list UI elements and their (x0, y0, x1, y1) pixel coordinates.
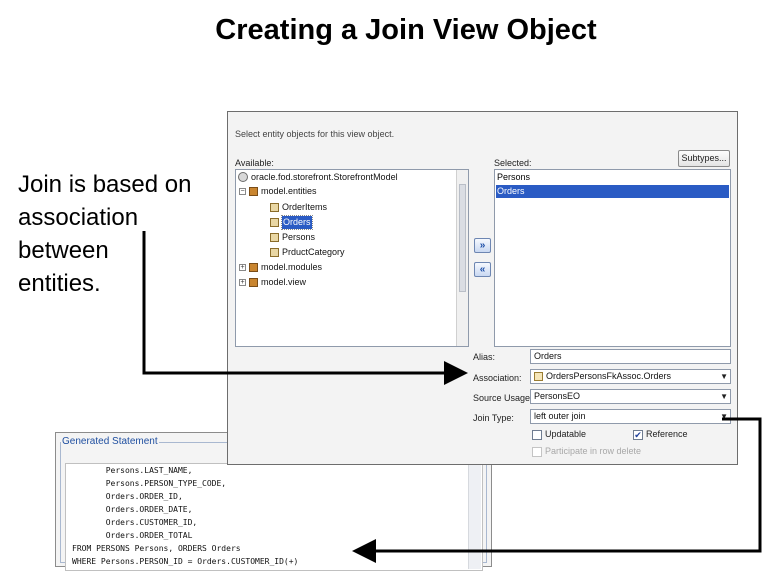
sql-line: Orders.ORDER_DATE, (72, 505, 193, 514)
chevron-down-icon: ▼ (720, 372, 728, 381)
sql-line: Persons.LAST_NAME, (72, 466, 193, 475)
chevron-down-icon: ▼ (720, 412, 728, 421)
callout-line-1: Join is based on (18, 171, 192, 198)
sql-line: Orders.ORDER_TOTAL (72, 531, 193, 540)
chevron-down-icon: ▼ (720, 392, 728, 401)
move-right-button[interactable]: » (474, 238, 491, 253)
participate-checkbox[interactable] (532, 447, 542, 457)
tree-node-entity[interactable]: OrderItems (270, 201, 327, 214)
sql-line: Orders.ORDER_ID, (72, 492, 183, 501)
source-usage-label: Source Usage: (473, 393, 533, 403)
callout-line-4: entities. (18, 270, 101, 297)
tree-scrollbar[interactable] (456, 170, 468, 346)
package-icon (249, 263, 258, 272)
source-usage-value: PersonsEO (534, 391, 581, 401)
expand-icon[interactable]: + (239, 279, 246, 286)
selected-label: Selected: (494, 158, 532, 168)
generated-sql-textarea[interactable]: Persons.LAST_NAME, Persons.PERSON_TYPE_C… (65, 463, 483, 571)
callout-line-3: between (18, 237, 109, 264)
instruction-text: Select entity objects for this view obje… (235, 129, 395, 139)
generated-statement-group: Persons.LAST_NAME, Persons.PERSON_TYPE_C… (60, 442, 487, 571)
subtypes-button[interactable]: Subtypes... (678, 150, 730, 167)
callout-line-2: association (18, 204, 139, 231)
alias-label: Alias: (473, 352, 496, 362)
available-label: Available: (235, 158, 274, 168)
sql-line: Persons.PERSON_TYPE_CODE, (72, 479, 227, 488)
sql-line: WHERE Persons.PERSON_ID = Orders.CUSTOME… (72, 557, 299, 566)
join-type-value: left outer join (534, 411, 586, 421)
scroll-thumb[interactable] (459, 184, 466, 292)
package-icon (249, 278, 258, 287)
association-label: Association: (473, 373, 522, 383)
association-value: OrdersPersonsFkAssoc.Orders (546, 371, 672, 381)
participate-label: Participate in row delete (545, 446, 642, 456)
entity-icon (270, 248, 279, 257)
source-usage-select[interactable]: PersonsEO ▼ (530, 389, 731, 404)
available-tree[interactable]: oracle.fod.storefront.StorefrontModel −m… (235, 169, 469, 347)
tree-node-root[interactable]: oracle.fod.storefront.StorefrontModel (238, 171, 398, 184)
tree-node-entity[interactable]: Orders (270, 215, 313, 230)
join-type-label: Join Type: (473, 413, 514, 423)
tree-node-entity[interactable]: PrductCategory (270, 246, 345, 259)
entity-icon (270, 233, 279, 242)
entity-objects-dialog: Select entity objects for this view obje… (227, 111, 738, 465)
entity-icon (270, 218, 279, 227)
tree-node-entity[interactable]: Persons (270, 231, 315, 244)
sql-line: FROM PERSONS Persons, ORDERS Orders (72, 544, 241, 553)
selected-item[interactable]: Orders (496, 185, 729, 198)
updatable-checkbox[interactable] (532, 430, 542, 440)
selected-list[interactable]: Persons Orders (494, 169, 731, 347)
collapse-icon[interactable]: − (239, 188, 246, 195)
join-type-select[interactable]: left outer join ▼ (530, 409, 731, 424)
association-select[interactable]: OrdersPersonsFkAssoc.Orders ▼ (530, 369, 731, 384)
model-icon (238, 172, 248, 182)
reference-label: Reference (646, 429, 688, 439)
tree-node-entities-pkg[interactable]: −model.entities (239, 186, 317, 196)
move-left-button[interactable]: « (474, 262, 491, 277)
selected-item[interactable]: Persons (497, 172, 531, 182)
association-icon (534, 372, 543, 381)
expand-icon[interactable]: + (239, 264, 246, 271)
reference-checkbox[interactable]: ✔ (633, 430, 643, 440)
tree-node-view-pkg[interactable]: +model.view (239, 277, 307, 287)
package-icon (249, 187, 258, 196)
sql-scrollbar[interactable] (468, 465, 481, 569)
callout-text: Join is based on association between ent… (18, 168, 228, 300)
slide-title: Creating a Join View Object (215, 14, 597, 46)
alias-input[interactable]: Orders (530, 349, 731, 364)
entity-icon (270, 203, 279, 212)
tree-node-modules-pkg[interactable]: +model.modules (239, 262, 323, 272)
updatable-label: Updatable (545, 429, 587, 439)
sql-line: Orders.CUSTOMER_ID, (72, 518, 198, 527)
generated-statement-title: Generated Statement (61, 436, 159, 447)
